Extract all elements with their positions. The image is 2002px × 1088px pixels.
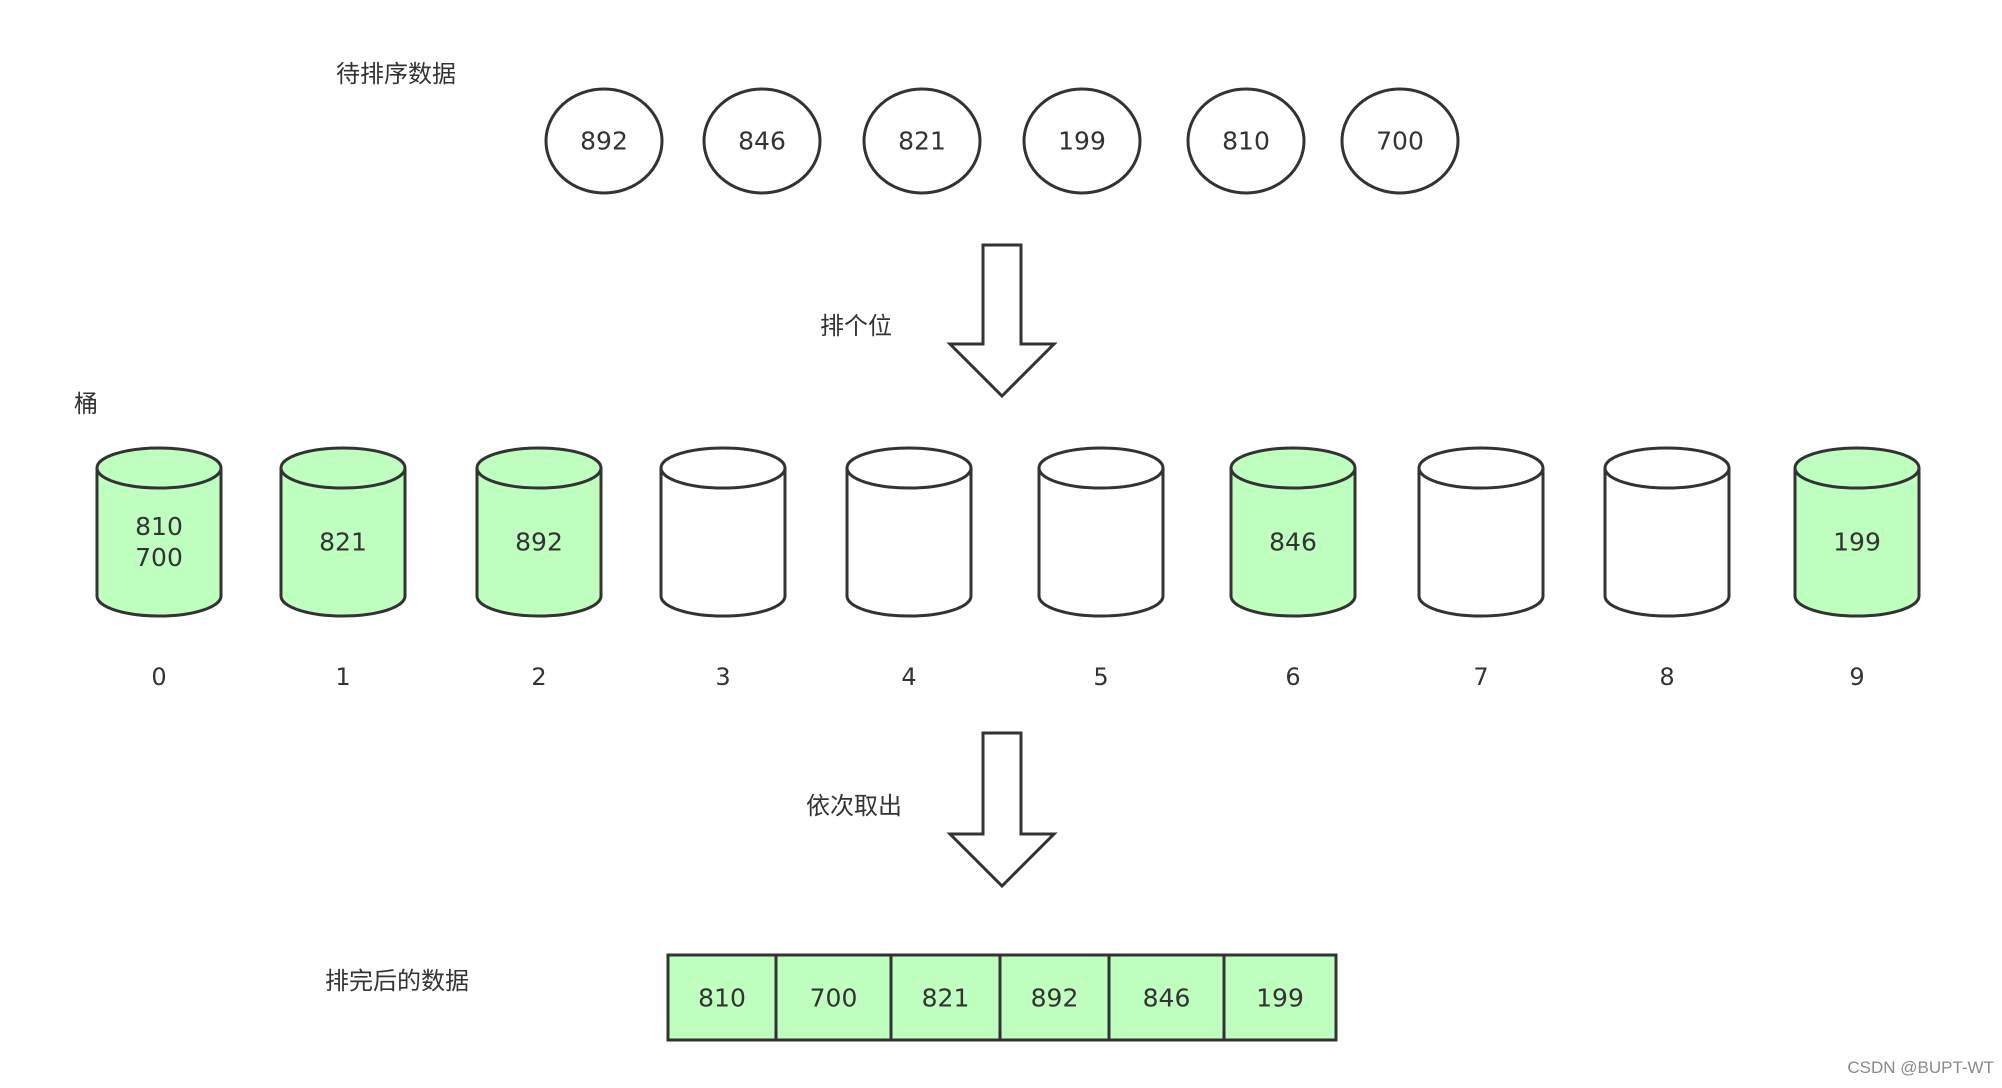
bucket-body: [1037, 446, 1165, 618]
output-value-text: 892: [1031, 984, 1079, 1013]
input-values-group: 892 846 821 199 810 700: [544, 87, 1460, 195]
output-cell: 892: [998, 953, 1111, 1042]
output-cell-box: [774, 953, 893, 1042]
bucket-8: 8: [1603, 446, 1731, 691]
output-cell: 700: [774, 953, 893, 1042]
bucket-body: [279, 446, 407, 618]
step-sort-ones-label: 排个位: [820, 312, 892, 340]
input-value-text: 810: [1222, 127, 1270, 156]
output-cell: 821: [889, 953, 1002, 1042]
input-value-node: 846: [702, 87, 822, 195]
bucket-3: 3: [659, 446, 787, 691]
bucket-index-label: 0: [151, 663, 166, 691]
bucket-index-label: 3: [715, 663, 730, 691]
bucket-2: 892 2: [475, 446, 603, 691]
bucket-rim: [475, 467, 603, 490]
bucket-body: [475, 446, 603, 618]
bucket-value-text: 821: [319, 528, 367, 557]
output-cell-box: [1107, 953, 1226, 1042]
output-cell-box: [998, 953, 1111, 1042]
output-value-text: 810: [698, 984, 746, 1013]
bucket-rim: [1793, 467, 1921, 490]
bucket-index-label: 1: [335, 663, 350, 691]
output-value-text: 821: [922, 984, 970, 1013]
bucket-7: 7: [1417, 446, 1545, 691]
bucket-body: [1229, 446, 1357, 618]
bucket-value-text: 892: [515, 528, 563, 557]
input-value-text: 199: [1058, 127, 1106, 156]
bucket-index-label: 7: [1473, 663, 1488, 691]
bucket-body: [95, 446, 223, 618]
bucket-index-label: 6: [1285, 663, 1300, 691]
bucket-4: 4: [845, 446, 973, 691]
input-value-circle: [544, 87, 664, 195]
bucket-title: 桶: [74, 390, 98, 418]
bucket-value-text: 846: [1269, 528, 1317, 557]
bucket-index-label: 8: [1659, 663, 1674, 691]
bucket-value-text: 700: [135, 543, 183, 572]
input-value-circle: [862, 87, 982, 195]
input-value-circle: [1022, 87, 1142, 195]
step-collect-label: 依次取出: [806, 792, 902, 820]
bucket-rim: [95, 467, 223, 490]
bucket-body: [845, 446, 973, 618]
input-value-node: 199: [1022, 87, 1142, 195]
bucket-rim: [279, 467, 407, 490]
bucket-body: [1793, 446, 1921, 618]
output-cell: 810: [666, 953, 778, 1042]
output-value-text: 199: [1256, 984, 1304, 1013]
input-data-title: 待排序数据: [336, 60, 456, 88]
input-value-circle: [1186, 87, 1306, 195]
output-cell: 199: [1222, 953, 1338, 1042]
bucket-rim: [1229, 467, 1357, 490]
down-arrow-icon: [946, 731, 1058, 889]
input-value-node: 821: [862, 87, 982, 195]
output-value-text: 700: [810, 984, 858, 1013]
bucket-rim: [1417, 467, 1545, 490]
bucket-index-label: 9: [1849, 663, 1864, 691]
output-array-group: 810 700 821 892 846 199: [666, 953, 1338, 1042]
bucket-rim: [845, 467, 973, 490]
input-value-node: 700: [1340, 87, 1460, 195]
bucket-index-label: 5: [1093, 663, 1108, 691]
bucket-index-label: 4: [901, 663, 916, 691]
input-value-text: 892: [580, 127, 628, 156]
sorted-data-title: 排完后的数据: [325, 967, 469, 995]
bucket-body: [1603, 446, 1731, 618]
watermark: CSDN @BUPT-WT: [1847, 1058, 1994, 1077]
input-value-circle: [702, 87, 822, 195]
output-cell: 846: [1107, 953, 1226, 1042]
output-cell-box: [1222, 953, 1338, 1042]
bucket-rim: [1603, 467, 1731, 490]
input-value-circle: [1340, 87, 1460, 195]
down-arrow-icon: [946, 243, 1058, 399]
bucket-6: 846 6: [1229, 446, 1357, 691]
input-value-text: 821: [898, 127, 946, 156]
bucket-5: 5: [1037, 446, 1165, 691]
input-value-node: 892: [544, 87, 664, 195]
input-value-text: 846: [738, 127, 786, 156]
bucket-body: [1417, 446, 1545, 618]
input-value-text: 700: [1376, 127, 1424, 156]
bucket-index-label: 2: [531, 663, 546, 691]
bucket-value-text: 810: [135, 512, 183, 541]
bucket-value-text: 199: [1833, 528, 1881, 557]
output-value-text: 846: [1143, 984, 1191, 1013]
bucket-body: [659, 446, 787, 618]
bucket-rim: [1037, 467, 1165, 490]
bucket-rim: [659, 467, 787, 490]
input-value-node: 810: [1186, 87, 1306, 195]
bucket-1: 821 1: [279, 446, 407, 691]
